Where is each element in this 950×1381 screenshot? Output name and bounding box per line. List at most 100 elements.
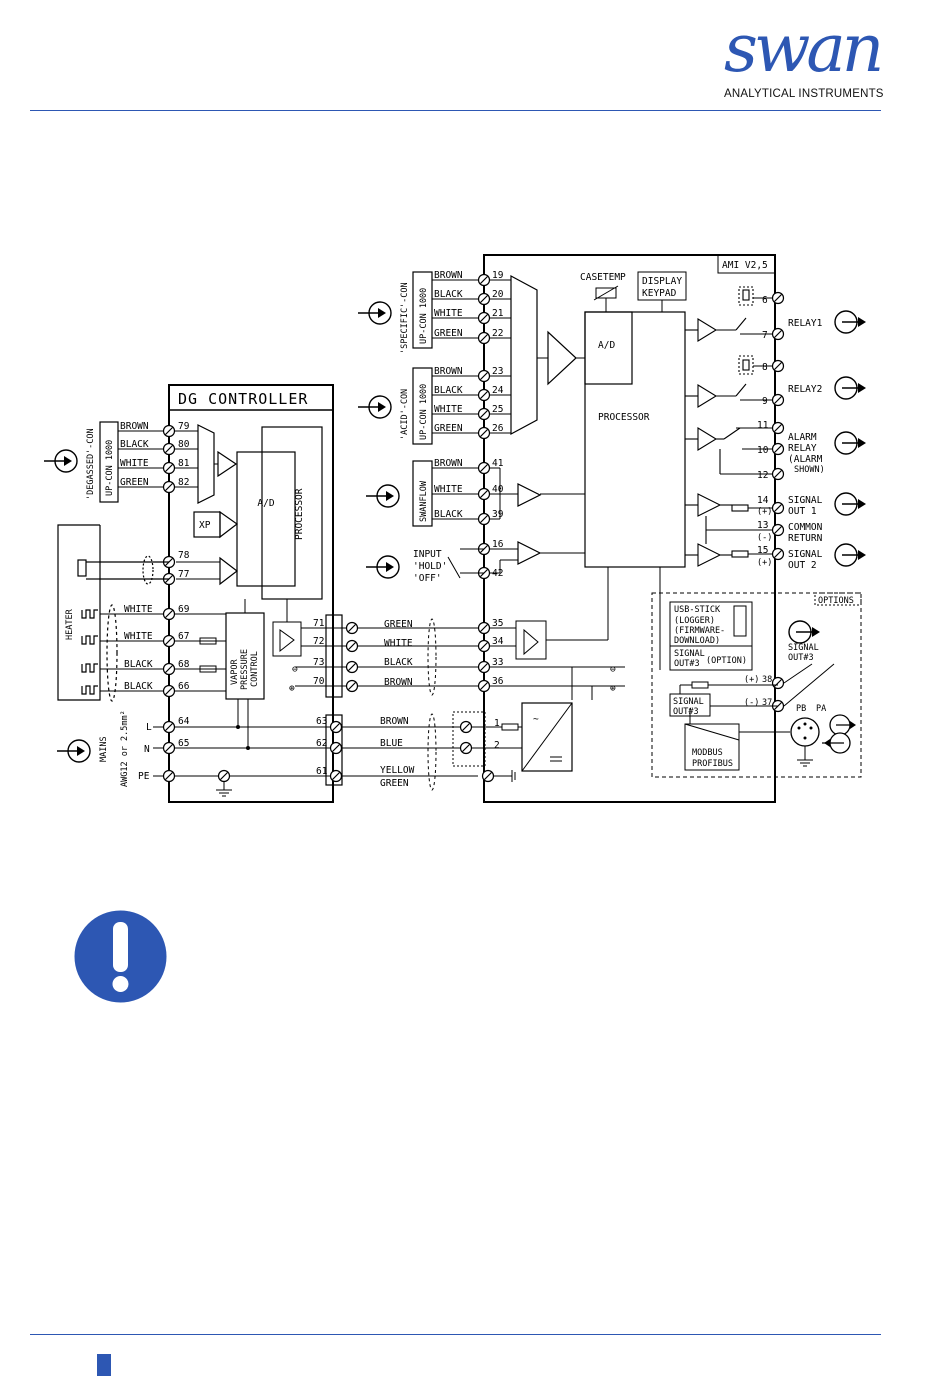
ami-term-39: 39: [492, 509, 504, 520]
link-term-70: 70: [313, 676, 325, 687]
dg-wire-69: WHITE: [124, 604, 153, 615]
relay1-label: RELAY1: [788, 318, 823, 329]
ami-term-21: 21: [492, 308, 504, 319]
ami-plus-icon: ⊕: [610, 683, 616, 694]
link-term-62: 62: [316, 738, 327, 749]
relay2-label: RELAY2: [788, 384, 822, 395]
ami-wire-39: BLACK: [434, 509, 463, 520]
ami-wire-20: BLACK: [434, 289, 463, 300]
sig-opt-label-2: OUT#3: [674, 659, 700, 669]
sig-out3-label-1: SIGNAL: [673, 697, 704, 707]
usb-label-4: DOWNLOAD): [674, 636, 720, 646]
footer-tab-marker: [97, 1354, 111, 1376]
pb-label: PB: [796, 704, 806, 714]
link-term-73: 73: [313, 657, 324, 668]
ami-wire-22: GREEN: [434, 328, 463, 339]
ami-term-24: 24: [492, 385, 504, 396]
casetemp-label: CASETEMP: [580, 272, 626, 283]
pa-label: PA: [816, 704, 826, 714]
ami-wire-25: WHITE: [434, 404, 463, 415]
usb-label-3: (FIRMWARE-: [674, 626, 725, 636]
specific-input-icon: [357, 301, 392, 325]
out1-plus: (+): [757, 507, 772, 517]
ami-ad-label: A/D: [598, 340, 615, 351]
link-wire-blue: BLUE: [380, 738, 403, 749]
ami-term-11: 11: [757, 420, 769, 431]
alarm-output-icon: [834, 431, 867, 455]
ami-term-23: 23: [492, 366, 503, 377]
ami-wire-19: BROWN: [434, 270, 463, 281]
dg-term-69: 69: [178, 604, 190, 615]
alarm-label-2: RELAY: [788, 443, 817, 454]
ami-wire-24: BLACK: [434, 385, 463, 396]
ami-term-35: 35: [492, 618, 503, 629]
dg-sensor-type: UP-CON 1000: [105, 440, 115, 496]
mains-l: L: [146, 722, 152, 733]
header-rule: [30, 110, 881, 111]
link-term-71: 71: [313, 618, 325, 629]
ami-term-25: 25: [492, 404, 503, 415]
usb-label-1: USB-STICK: [674, 605, 721, 615]
ami-term-41: 41: [492, 458, 504, 469]
ami-term-6: 6: [762, 295, 768, 306]
dg-wire-81: WHITE: [120, 458, 149, 469]
dg-sensor-label: 'DEGASSED'-CON: [86, 428, 96, 500]
alarm-label-1: ALARM: [788, 432, 817, 443]
link-wire-brown-mains: BROWN: [380, 716, 409, 727]
options-label: OPTIONS: [818, 596, 854, 606]
signal1-label-2: OUT 1: [788, 506, 817, 517]
swanflow-input-icon: [365, 484, 400, 508]
ami-term-1: 1: [494, 718, 500, 729]
signal1-label-1: SIGNAL: [788, 495, 823, 506]
keypad-label: KEYPAD: [642, 288, 677, 299]
ami-term-14: 14: [757, 495, 769, 506]
specific-sensor-type: UP-CON 1000: [419, 288, 429, 344]
link-wire-black: BLACK: [384, 657, 413, 668]
link-wire-yellow: YELLOW: [380, 765, 415, 776]
ami-term-33: 33: [492, 657, 503, 668]
exclamation-icon: [74, 910, 167, 1003]
link-term-72: 72: [313, 636, 324, 647]
sig-opt-label-3: (OPTION): [706, 656, 747, 666]
dg-controller: DG CONTROLLER PROCESSOR A/D XP VAPOR PRE…: [43, 384, 334, 803]
svg-text:~: ~: [533, 714, 539, 725]
alarm-label-3: (ALARM: [788, 454, 823, 465]
link-wire-green: GREEN: [384, 619, 413, 630]
profibus-label: PROFIBUS: [692, 759, 733, 769]
ami-left-terminals: [477, 273, 495, 783]
ami-term-26: 26: [492, 423, 504, 434]
acid-input-icon: [357, 395, 392, 419]
dg-term-65: 65: [178, 738, 189, 749]
swanflow-label: SWANFLOW: [419, 480, 429, 522]
sig-opt-label-1: SIGNAL: [674, 649, 705, 659]
ami-term-19: 19: [492, 270, 504, 281]
common-label-1: COMMON: [788, 522, 823, 533]
ami-term-20: 20: [492, 289, 504, 300]
footer-rule: [30, 1334, 881, 1335]
input-hold-label: 'HOLD': [413, 561, 447, 572]
link-wire-white: WHITE: [384, 638, 413, 649]
signal3-label-1: SIGNAL: [788, 643, 819, 653]
dg-term-68: 68: [178, 659, 190, 670]
signal3-output-icon: [788, 620, 821, 644]
mains-pe: PE: [138, 771, 150, 782]
dg-wire-67: WHITE: [124, 631, 153, 642]
minus-37: (-): [744, 698, 759, 708]
mains-n: N: [144, 744, 150, 755]
dg-ad-label: A/D: [257, 498, 274, 509]
dg-title: DG CONTROLLER: [178, 390, 308, 408]
dg-term-66: 66: [178, 681, 190, 692]
ami-term-10: 10: [757, 445, 769, 456]
dg-term-77: 77: [178, 569, 189, 580]
input-off-label: 'OFF': [413, 573, 442, 584]
mains-input-icon: [56, 739, 91, 763]
input-label: INPUT: [413, 549, 442, 560]
heater-label: HEATER: [65, 608, 75, 640]
signal2-output-icon: [834, 543, 867, 567]
ami-term-40: 40: [492, 484, 504, 495]
logo-wordmark: swan: [724, 10, 884, 87]
awg-label: AWG12 or 2.5mm²: [120, 710, 130, 787]
dg-wire-68: BLACK: [124, 659, 153, 670]
ami-transmitter: AMI V2,5 A/D PROCESSOR CASETEMP DISPLAY …: [357, 254, 867, 803]
